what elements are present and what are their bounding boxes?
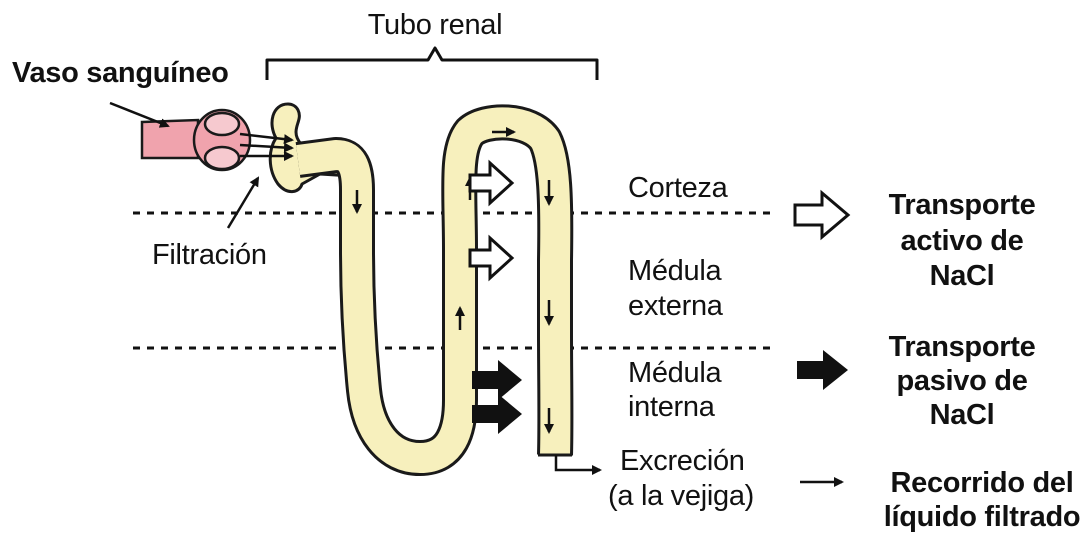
legend-activo-1: Transporte: [889, 189, 1036, 221]
renal-tubule: [270, 104, 572, 458]
label-excrecion-1: Excreción: [620, 445, 745, 477]
legend-pasivo-2: pasivo de: [896, 365, 1027, 397]
label-medula-interna-2: interna: [628, 391, 716, 423]
legend-activo-2: activo de: [900, 225, 1023, 257]
label-medula-externa-1: Médula: [628, 255, 722, 287]
legend-active-arrow-icon: [795, 193, 848, 237]
tubule-bracket: [267, 48, 597, 80]
label-medula-externa-2: externa: [628, 290, 724, 322]
vessel-pointer-arrow: [110, 103, 168, 126]
passive-transport-arrows: [472, 360, 522, 434]
legend-pasivo-1: Transporte: [889, 331, 1036, 363]
label-corteza: Corteza: [628, 172, 729, 204]
label-vaso-sanguineo: Vaso sanguíneo: [12, 57, 229, 89]
blood-vessel: [142, 110, 250, 170]
legend-recorrido-1: Recorrido del: [890, 467, 1073, 499]
filtration-pointer-arrow: [228, 178, 258, 228]
legend-recorrido-2: líquido filtrado: [884, 501, 1081, 533]
excretion-arrow: [556, 455, 600, 470]
label-tubo-renal: Tubo renal: [368, 9, 503, 41]
legend-passive-arrow-icon: [797, 350, 848, 390]
legend-pasivo-3: NaCl: [930, 399, 995, 431]
label-filtracion: Filtración: [152, 239, 267, 271]
label-excrecion-2: (a la vejiga): [608, 480, 754, 512]
legend-activo-3: NaCl: [930, 260, 995, 292]
label-medula-interna-1: Médula: [628, 357, 722, 389]
